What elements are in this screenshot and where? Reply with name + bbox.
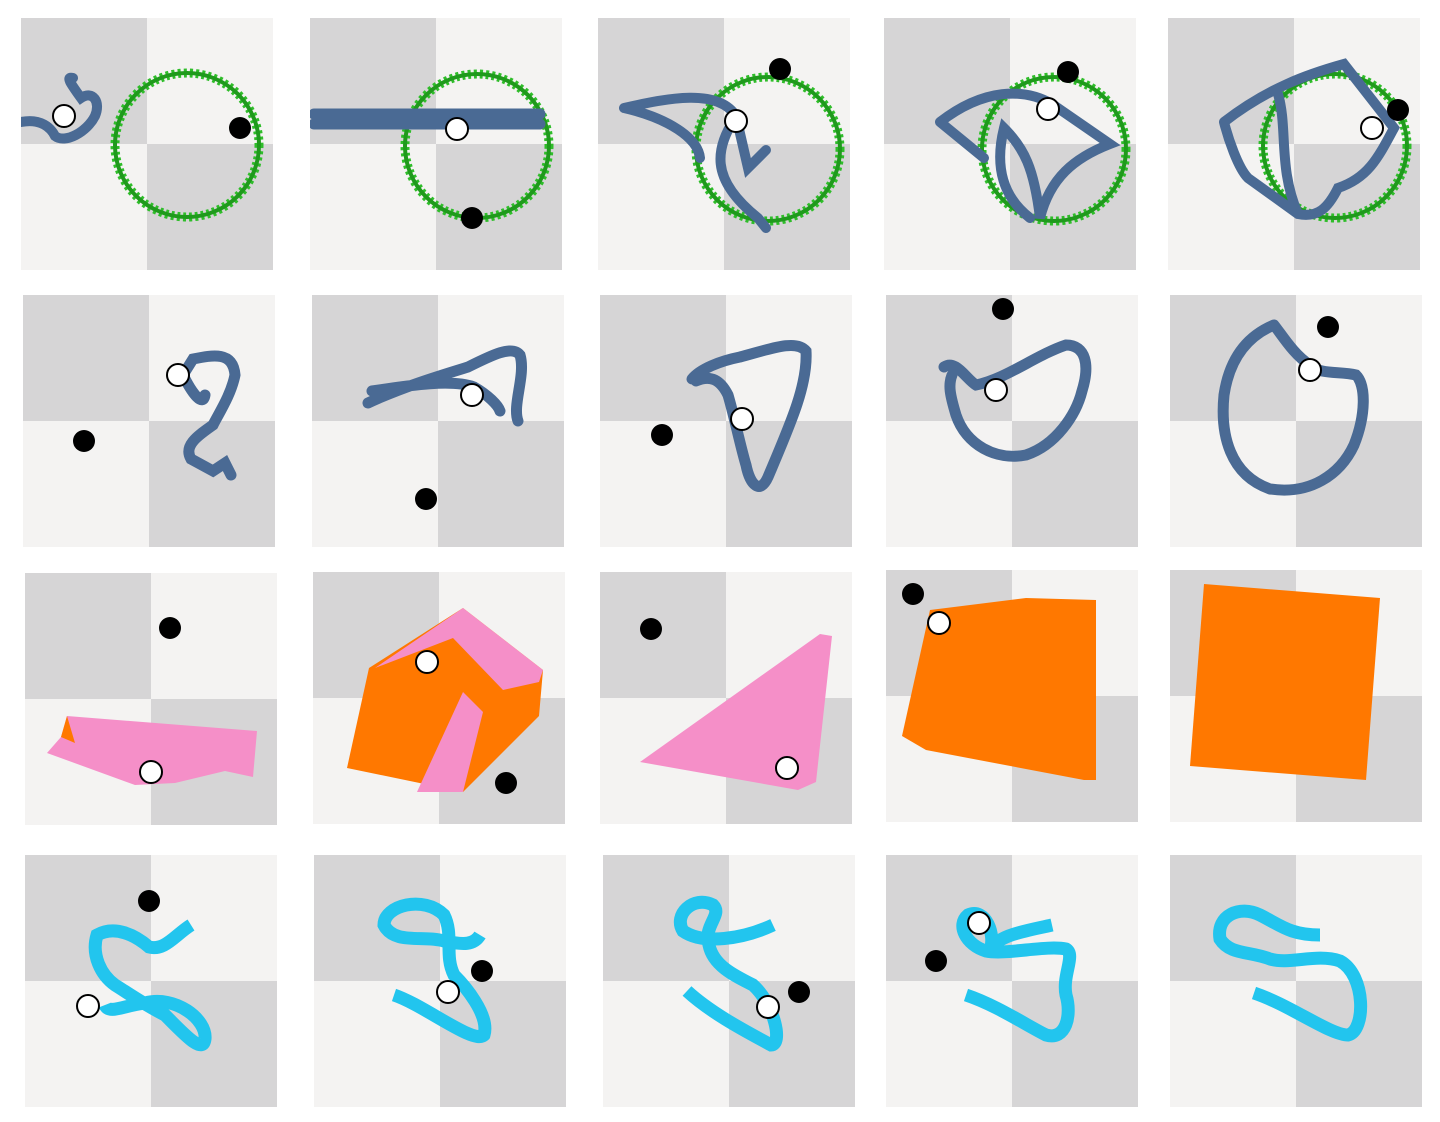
- cloth-back: [375, 608, 543, 690]
- pick-point: [76, 994, 100, 1018]
- place-point: [461, 207, 483, 229]
- panel-rope-5: [1170, 295, 1422, 547]
- panel-cloth-3: [600, 572, 852, 824]
- cloth-front: [902, 598, 1096, 780]
- panel-cable-1: [25, 855, 277, 1107]
- pick-point: [436, 980, 460, 1004]
- place-point: [902, 583, 924, 605]
- panel-cable-2: [314, 855, 566, 1107]
- cable: [673, 895, 784, 1052]
- pick-point: [460, 383, 484, 407]
- cable: [377, 897, 492, 1044]
- rope: [310, 108, 546, 130]
- panel-rope-ring-4: [884, 18, 1136, 270]
- place-point: [925, 950, 947, 972]
- place-point: [495, 772, 517, 794]
- panel-cable-4: [886, 855, 1138, 1107]
- place-point: [788, 981, 810, 1003]
- place-point: [769, 58, 791, 80]
- pick-point: [1036, 97, 1060, 121]
- panel-rope-ring-3: [598, 18, 850, 270]
- panel-rope-ring-2: [310, 18, 562, 270]
- place-point: [640, 618, 662, 640]
- panel-cable-5: [1170, 855, 1422, 1107]
- pick-point: [1298, 358, 1322, 382]
- rope: [935, 88, 1121, 223]
- rope: [1219, 58, 1400, 220]
- panel-rope-ring-1: [21, 18, 273, 270]
- rope: [686, 339, 812, 492]
- pick-point: [927, 611, 951, 635]
- cloth-back: [640, 634, 832, 790]
- cloth-back: [47, 716, 257, 785]
- cloth-front: [61, 716, 75, 743]
- pick-point: [415, 650, 439, 674]
- pick-point: [166, 363, 190, 387]
- panel-rope-3: [600, 295, 852, 547]
- pick-point: [445, 117, 469, 141]
- panel-cloth-5: [1170, 570, 1422, 822]
- panel-cloth-4: [886, 570, 1138, 822]
- panel-rope-2: [312, 295, 564, 547]
- rope: [21, 72, 103, 144]
- panel-cloth-1: [25, 573, 277, 825]
- pick-point: [756, 995, 780, 1019]
- place-point: [1057, 61, 1079, 83]
- panel-cable-3: [603, 855, 855, 1107]
- pick-point: [730, 407, 754, 431]
- pick-point: [1360, 116, 1384, 140]
- panel-rope-1: [23, 295, 275, 547]
- panel-cloth-2: [313, 572, 565, 824]
- place-point: [159, 617, 181, 639]
- place-point: [73, 430, 95, 452]
- place-point: [1387, 99, 1409, 121]
- pick-point: [139, 760, 163, 784]
- cable: [88, 919, 212, 1052]
- place-point: [138, 890, 160, 912]
- cloth-front: [1190, 584, 1380, 780]
- place-point: [471, 960, 493, 982]
- pick-point: [984, 378, 1008, 402]
- pick-point: [724, 109, 748, 133]
- place-point: [1317, 316, 1339, 338]
- pick-point: [775, 756, 799, 780]
- cable: [1213, 904, 1368, 1042]
- pick-point: [967, 911, 991, 935]
- place-point: [651, 424, 673, 446]
- place-point: [415, 488, 437, 510]
- panel-rope-4: [886, 295, 1138, 547]
- pick-point: [52, 104, 76, 128]
- place-point: [229, 117, 251, 139]
- panel-rope-ring-5: [1168, 18, 1420, 270]
- place-point: [992, 298, 1014, 320]
- rope: [938, 339, 1092, 462]
- cable: [956, 907, 1077, 1043]
